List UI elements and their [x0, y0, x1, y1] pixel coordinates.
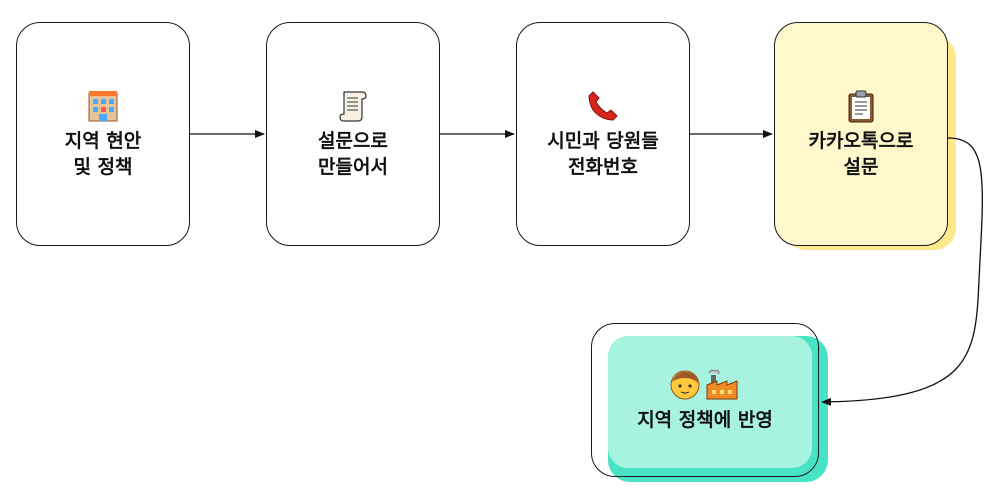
- node-make-survey: 설문으로 만들어서: [266, 22, 440, 246]
- node-label: 지역 정책에 반영: [637, 409, 773, 431]
- node-label: 지역 현안 및 정책: [64, 130, 142, 178]
- person-icon: [669, 369, 701, 401]
- telephone-icon: [586, 88, 620, 124]
- node-label: 카카오톡으로 설문: [808, 130, 914, 178]
- node-reflect-policy: 지역 정책에 반영: [591, 323, 819, 477]
- node-kakaotalk-survey: 카카오톡으로 설문: [774, 22, 948, 246]
- node-fill: [608, 336, 812, 468]
- clipboard-icon: [846, 88, 876, 124]
- icon-group: [669, 367, 741, 403]
- factory-icon: [705, 369, 741, 401]
- building-icon: [86, 88, 120, 124]
- node-label: 시민과 당원들 전화번호: [547, 130, 659, 178]
- node-label: 설문으로 만들어서: [318, 130, 388, 178]
- node-phone-numbers: 시민과 당원들 전화번호: [516, 22, 690, 246]
- scroll-icon: [338, 88, 368, 124]
- node-local-issues: 지역 현안 및 정책: [16, 22, 190, 246]
